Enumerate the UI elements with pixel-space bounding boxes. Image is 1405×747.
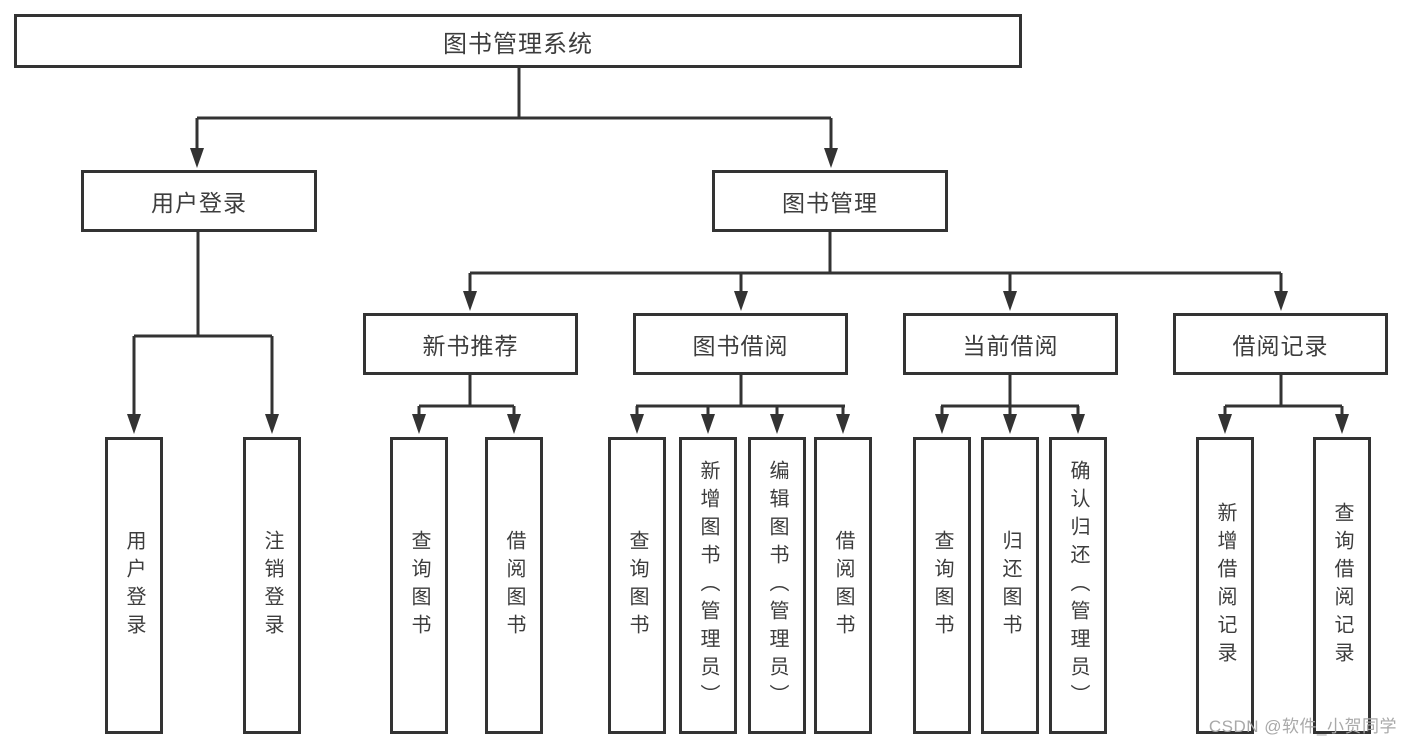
arrowhead-icon [824, 148, 838, 168]
leaf-borrowing-query-books: 查询图书 [608, 437, 666, 734]
node-new-book-recommend: 新书推荐 [363, 313, 578, 375]
arrowhead-icon [935, 414, 949, 434]
arrowhead-icon [127, 414, 141, 434]
node-current-borrowing: 当前借阅 [903, 313, 1118, 375]
watermark: CSDN @软件_小贺同学 [1208, 717, 1397, 736]
arrowhead-icon [190, 148, 204, 168]
arrowhead-icon [463, 291, 477, 311]
arrowhead-icon [1218, 414, 1232, 434]
leaf-records-query-record: 查询借阅记录 [1313, 437, 1371, 734]
connector-current-borrowing-children [935, 375, 1085, 434]
leaf-borrowing-borrow-books: 借阅图书 [814, 437, 872, 734]
arrowhead-icon [1274, 291, 1288, 311]
node-book-management: 图书管理 [712, 170, 948, 232]
arrowhead-icon [836, 414, 850, 434]
connector-borrow-records-children [1218, 375, 1349, 434]
leaf-user-login: 用户登录 [105, 437, 163, 734]
leaf-recommend-query-books: 查询图书 [390, 437, 448, 734]
arrowhead-icon [770, 414, 784, 434]
connector-user-login-children [127, 232, 279, 434]
leaf-recommend-borrow-books: 借阅图书 [485, 437, 543, 734]
leaf-current-return-books: 归还图书 [981, 437, 1039, 734]
connector-root-to-level1 [190, 68, 838, 168]
connector-book-borrowing-children [630, 375, 850, 434]
leaf-borrowing-add-books-admin: 新增图书（管理员） [679, 437, 737, 734]
arrowhead-icon [630, 414, 644, 434]
arrowhead-icon [1335, 414, 1349, 434]
node-root: 图书管理系统 [14, 14, 1022, 68]
leaf-current-confirm-return-admin: 确认归还（管理员） [1049, 437, 1107, 734]
arrowhead-icon [412, 414, 426, 434]
connector-book-management-children [463, 232, 1288, 311]
arrowhead-icon [734, 291, 748, 311]
arrowhead-icon [265, 414, 279, 434]
arrowhead-icon [507, 414, 521, 434]
arrowhead-icon [1003, 291, 1017, 311]
leaf-logout: 注销登录 [243, 437, 301, 734]
leaf-borrowing-edit-books-admin: 编辑图书（管理员） [748, 437, 806, 734]
leaf-records-add-record: 新增借阅记录 [1196, 437, 1254, 734]
arrowhead-icon [701, 414, 715, 434]
arrowhead-icon [1071, 414, 1085, 434]
leaf-current-query-books: 查询图书 [913, 437, 971, 734]
node-book-borrowing: 图书借阅 [633, 313, 848, 375]
connector-new-book-recommend-children [412, 375, 521, 434]
node-borrow-records: 借阅记录 [1173, 313, 1388, 375]
arrowhead-icon [1003, 414, 1017, 434]
node-user-login: 用户登录 [81, 170, 317, 232]
